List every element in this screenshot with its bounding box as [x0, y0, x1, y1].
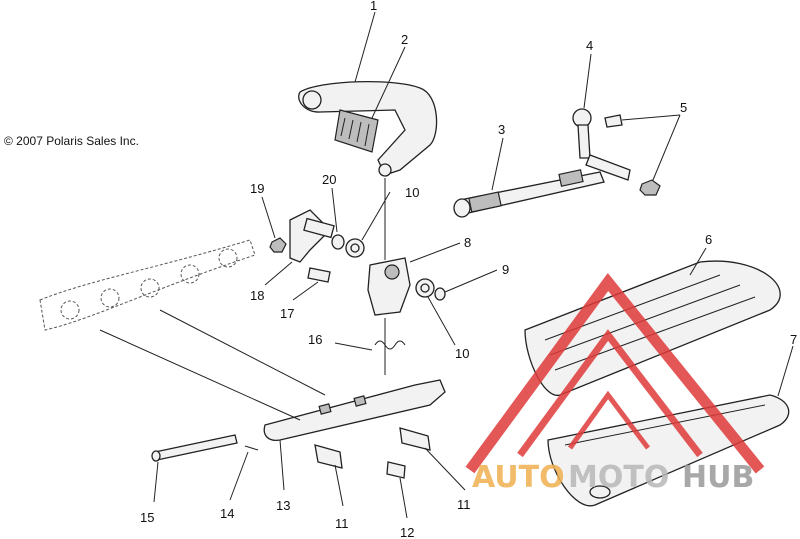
callout-5: 5: [680, 100, 687, 115]
part-15-pin: [151, 434, 238, 462]
watermark-text-hub: HUB: [682, 460, 754, 495]
automotohub-watermark: AUTO MOTO HUB: [465, 272, 765, 495]
callout-18: 18: [250, 288, 264, 303]
part-5-bolts: [604, 114, 661, 196]
part-6-floorboard: [524, 260, 781, 396]
callout-20: 20: [322, 172, 336, 187]
callout-2: 2: [401, 32, 408, 47]
watermark-text-moto: MOTO: [568, 460, 669, 495]
callout-14: 14: [220, 506, 234, 521]
callout-11-right: 11: [457, 497, 471, 512]
copyright-notice: © 2007 Polaris Sales Inc.: [4, 134, 139, 148]
part-13-mount: [263, 379, 446, 441]
callout-10-upper: 10: [405, 185, 419, 200]
part-8-bracket: [367, 257, 411, 316]
callout-19: 19: [250, 181, 264, 196]
callout-8: 8: [464, 235, 471, 250]
part-16-spring: [374, 340, 406, 350]
part-10-washer-upper: [345, 238, 365, 258]
callout-labels: 1 2 3 4 5 6 7 8 9 10 10 11 11 12 13 14 1…: [140, 0, 797, 539]
part-4-linkage: [572, 108, 631, 181]
callout-12: 12: [400, 525, 414, 539]
part-9-clip: [434, 287, 446, 301]
part-1-lever: [298, 80, 438, 177]
callout-13: 13: [276, 498, 290, 513]
ghost-chain: [39, 239, 256, 331]
part-20-bushing: [331, 234, 345, 250]
callout-3: 3: [498, 122, 505, 137]
callout-17: 17: [280, 306, 294, 321]
part-11-bolt-left: [314, 444, 343, 469]
part-18-bracket: [289, 209, 335, 263]
part-19-nut: [269, 237, 287, 253]
part-11-bolt-right: [399, 427, 431, 451]
part-2-peg: [334, 109, 379, 153]
watermark-text-auto: AUTO: [472, 460, 565, 495]
callout-10-lower: 10: [455, 346, 469, 361]
callout-4: 4: [586, 38, 593, 53]
callout-11-left: 11: [335, 516, 349, 531]
part-12-bolt: [386, 461, 406, 479]
part-10-washer-lower: [415, 278, 435, 298]
leader-lines: [99, 11, 794, 519]
part-3-rod: [453, 169, 605, 218]
part-17-bolt: [307, 267, 331, 283]
callout-16: 16: [308, 332, 322, 347]
part-14-clip: [244, 445, 259, 451]
callout-1: 1: [370, 0, 377, 13]
callout-7: 7: [790, 332, 797, 347]
callout-6: 6: [705, 232, 712, 247]
callout-9: 9: [502, 262, 509, 277]
callout-15: 15: [140, 510, 154, 525]
